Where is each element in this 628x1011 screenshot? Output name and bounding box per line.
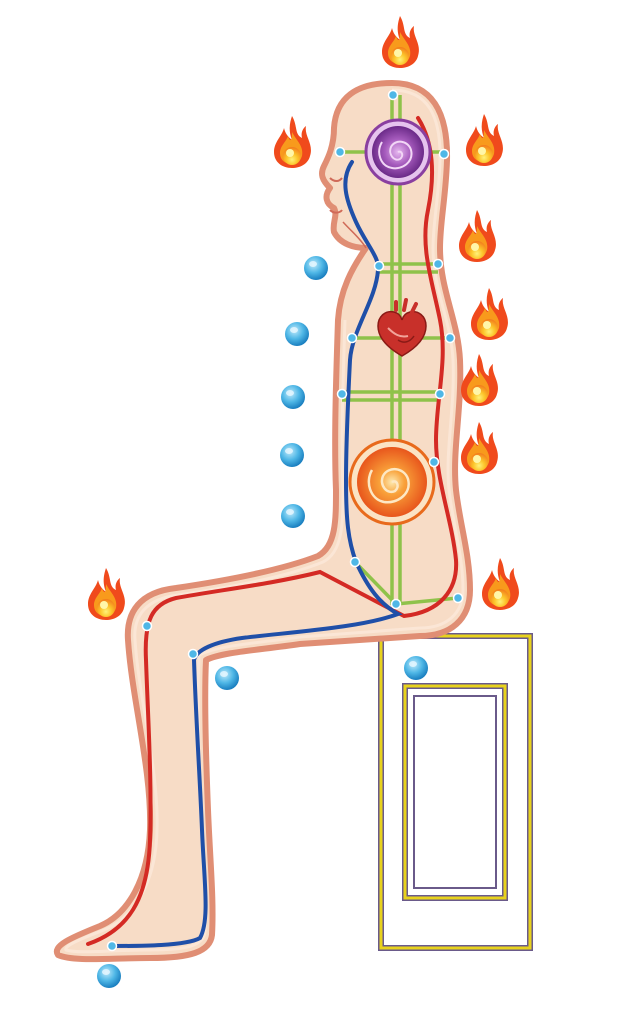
blue-orb-icon: [280, 443, 304, 467]
blue-orb-icon: [404, 656, 428, 680]
purple-spiral-icon: [364, 118, 432, 186]
stool-inner-frame: [402, 683, 508, 901]
eye: [329, 177, 343, 182]
neck-line: [342, 221, 367, 249]
flame-icon: [459, 210, 496, 262]
heart-icon: [377, 298, 427, 357]
flame-icon: [466, 114, 503, 166]
blue-orb-icon: [281, 385, 305, 409]
blue-orb-icon: [281, 504, 305, 528]
flame-icon: [461, 354, 498, 406]
hot-channel: [86, 116, 459, 946]
blue-orb-icon: [285, 322, 309, 346]
flame-icon: [461, 422, 498, 474]
blue-orb-icon: [304, 256, 328, 280]
flame-icon: [88, 568, 125, 620]
blue-orb-icon: [215, 666, 239, 690]
stool: [378, 633, 533, 951]
flame-icon: [471, 288, 508, 340]
orange-spiral-icon: [348, 438, 436, 526]
flame-icon: [274, 116, 311, 168]
body-silhouette: [53, 80, 473, 963]
flame-icon: [482, 558, 519, 610]
flame-icon: [382, 16, 419, 68]
cool-channel: [110, 160, 403, 948]
blue-orb-icon: [97, 964, 121, 988]
mouth: [329, 209, 343, 214]
